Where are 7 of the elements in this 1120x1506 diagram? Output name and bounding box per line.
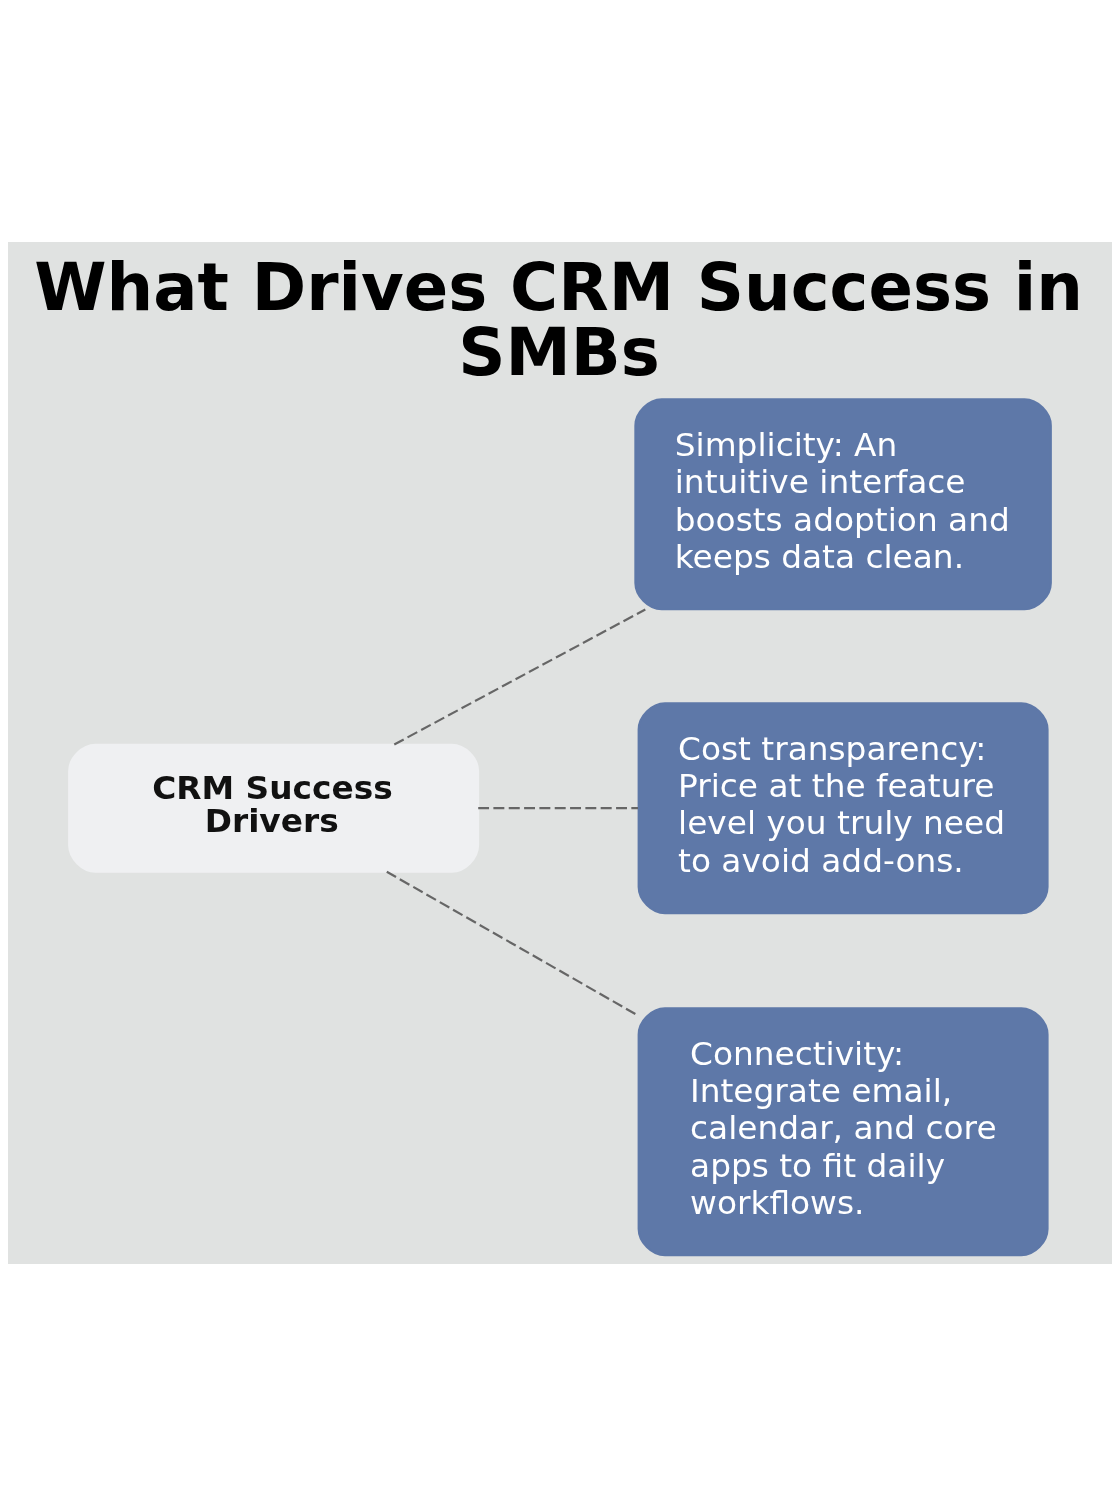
node-box: Connectivity: Integrate email, calendar, and core apps to fit daily workflows.	[637, 1007, 1049, 1257]
node-box: Cost transparency: Price at the feature level you truly need to avoid add-ons.	[637, 702, 1049, 915]
diagram-title: What Drives CRM Success in SMBs	[34, 248, 1083, 391]
connector	[393, 608, 646, 746]
node-box: Simplicity: An intuitive interface boosts adoption and keeps data clean.	[634, 398, 1052, 611]
node-box: CRM Success Drivers	[68, 743, 480, 873]
connector	[478, 807, 638, 810]
